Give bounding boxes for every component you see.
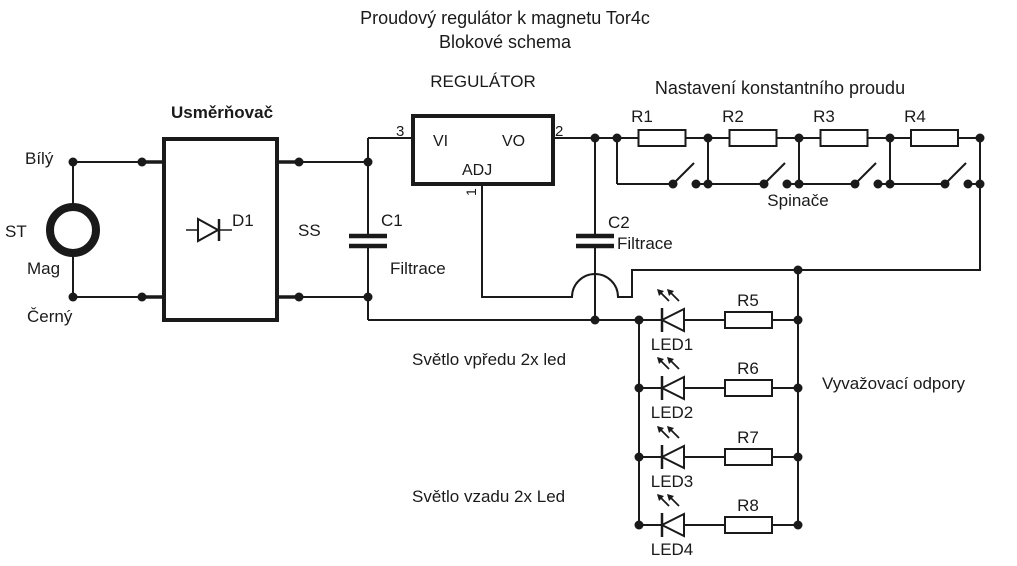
- resistor-r4: [910, 129, 959, 147]
- label-r1: R1: [631, 107, 653, 126]
- diagram-subtitle: Blokové schema: [439, 32, 572, 52]
- label-c2-filtrace: Filtrace: [617, 234, 673, 253]
- label-r3: R3: [813, 107, 835, 126]
- label-r2: R2: [722, 107, 744, 126]
- switch-3-icon: [854, 162, 877, 185]
- magnet-source: [46, 157, 163, 302]
- label-c1-filtrace: Filtrace: [390, 259, 446, 278]
- resistor-r3: [819, 129, 869, 147]
- balance-resistors-label: Vyvažovací odpory: [822, 374, 965, 393]
- label-mag: Mag: [27, 259, 60, 278]
- led-2-icon: [659, 375, 685, 401]
- label-led3: LED3: [651, 472, 694, 491]
- switch-1-icon: [672, 162, 695, 185]
- arrow-head: [657, 357, 664, 364]
- led-1-icon: [659, 307, 685, 333]
- pin-3: 3: [396, 123, 404, 140]
- label-r7: R7: [737, 428, 759, 447]
- label-st: ST: [5, 222, 27, 241]
- rear-light-label: Světlo vzadu 2x Led: [412, 487, 565, 506]
- capacitor-c2: [576, 138, 614, 320]
- resistor-r8: [724, 516, 773, 534]
- arrow-head: [657, 289, 664, 296]
- pin-2: 2: [555, 123, 563, 140]
- resistor-r6: [724, 379, 773, 397]
- switch-2-icon: [763, 162, 786, 185]
- arrow-head: [657, 426, 664, 433]
- label-bily: Bílý: [25, 149, 54, 168]
- label-r8: R8: [737, 496, 759, 515]
- diode-d1-icon: [186, 217, 232, 243]
- diagram-title: Proudový regulátor k magnetu Tor4c: [360, 8, 650, 28]
- label-r4: R4: [904, 107, 926, 126]
- label-d1: D1: [232, 211, 254, 230]
- label-c1: C1: [381, 211, 403, 230]
- front-light-label: Světlo vpředu 2x led: [412, 350, 566, 369]
- led-4-icon: [659, 512, 685, 538]
- switches-label: Spinače: [767, 191, 828, 210]
- resistor-r2: [728, 129, 778, 147]
- arrow-head: [667, 426, 674, 433]
- label-ss: SS: [298, 221, 321, 240]
- switch-4-icon: [944, 162, 967, 185]
- label-r6: R6: [737, 359, 759, 378]
- current-setting-title: Nastavení konstantního proudu: [655, 78, 905, 98]
- arrow-head: [667, 357, 674, 364]
- arrow-head: [657, 494, 664, 501]
- label-vi: VI: [433, 133, 448, 150]
- label-led4: LED4: [651, 540, 694, 559]
- capacitor-c1: [349, 138, 387, 320]
- label-adj: ADJ: [462, 162, 492, 179]
- pin-1: 1: [463, 188, 479, 196]
- rectifier-block: [162, 137, 279, 322]
- label-led1: LED1: [651, 335, 694, 354]
- label-led2: LED2: [651, 403, 694, 422]
- rectifier-title: Usměrňovač: [171, 103, 273, 122]
- label-cerny: Černý: [27, 307, 73, 326]
- arrow-head: [667, 289, 674, 296]
- coil-icon: [46, 203, 100, 257]
- resistor-r5: [724, 311, 773, 329]
- resistor-r1: [637, 129, 687, 147]
- led-bank: [634, 289, 803, 538]
- label-c2: C2: [608, 213, 630, 232]
- label-r5: R5: [737, 291, 759, 310]
- regulator-block: [411, 114, 555, 186]
- regulator-title: REGULÁTOR: [430, 72, 536, 91]
- resistor-bank: [617, 129, 980, 189]
- led-3-icon: [659, 444, 685, 470]
- arrow-head: [667, 494, 674, 501]
- resistor-r7: [724, 448, 773, 466]
- label-vo: VO: [502, 133, 525, 150]
